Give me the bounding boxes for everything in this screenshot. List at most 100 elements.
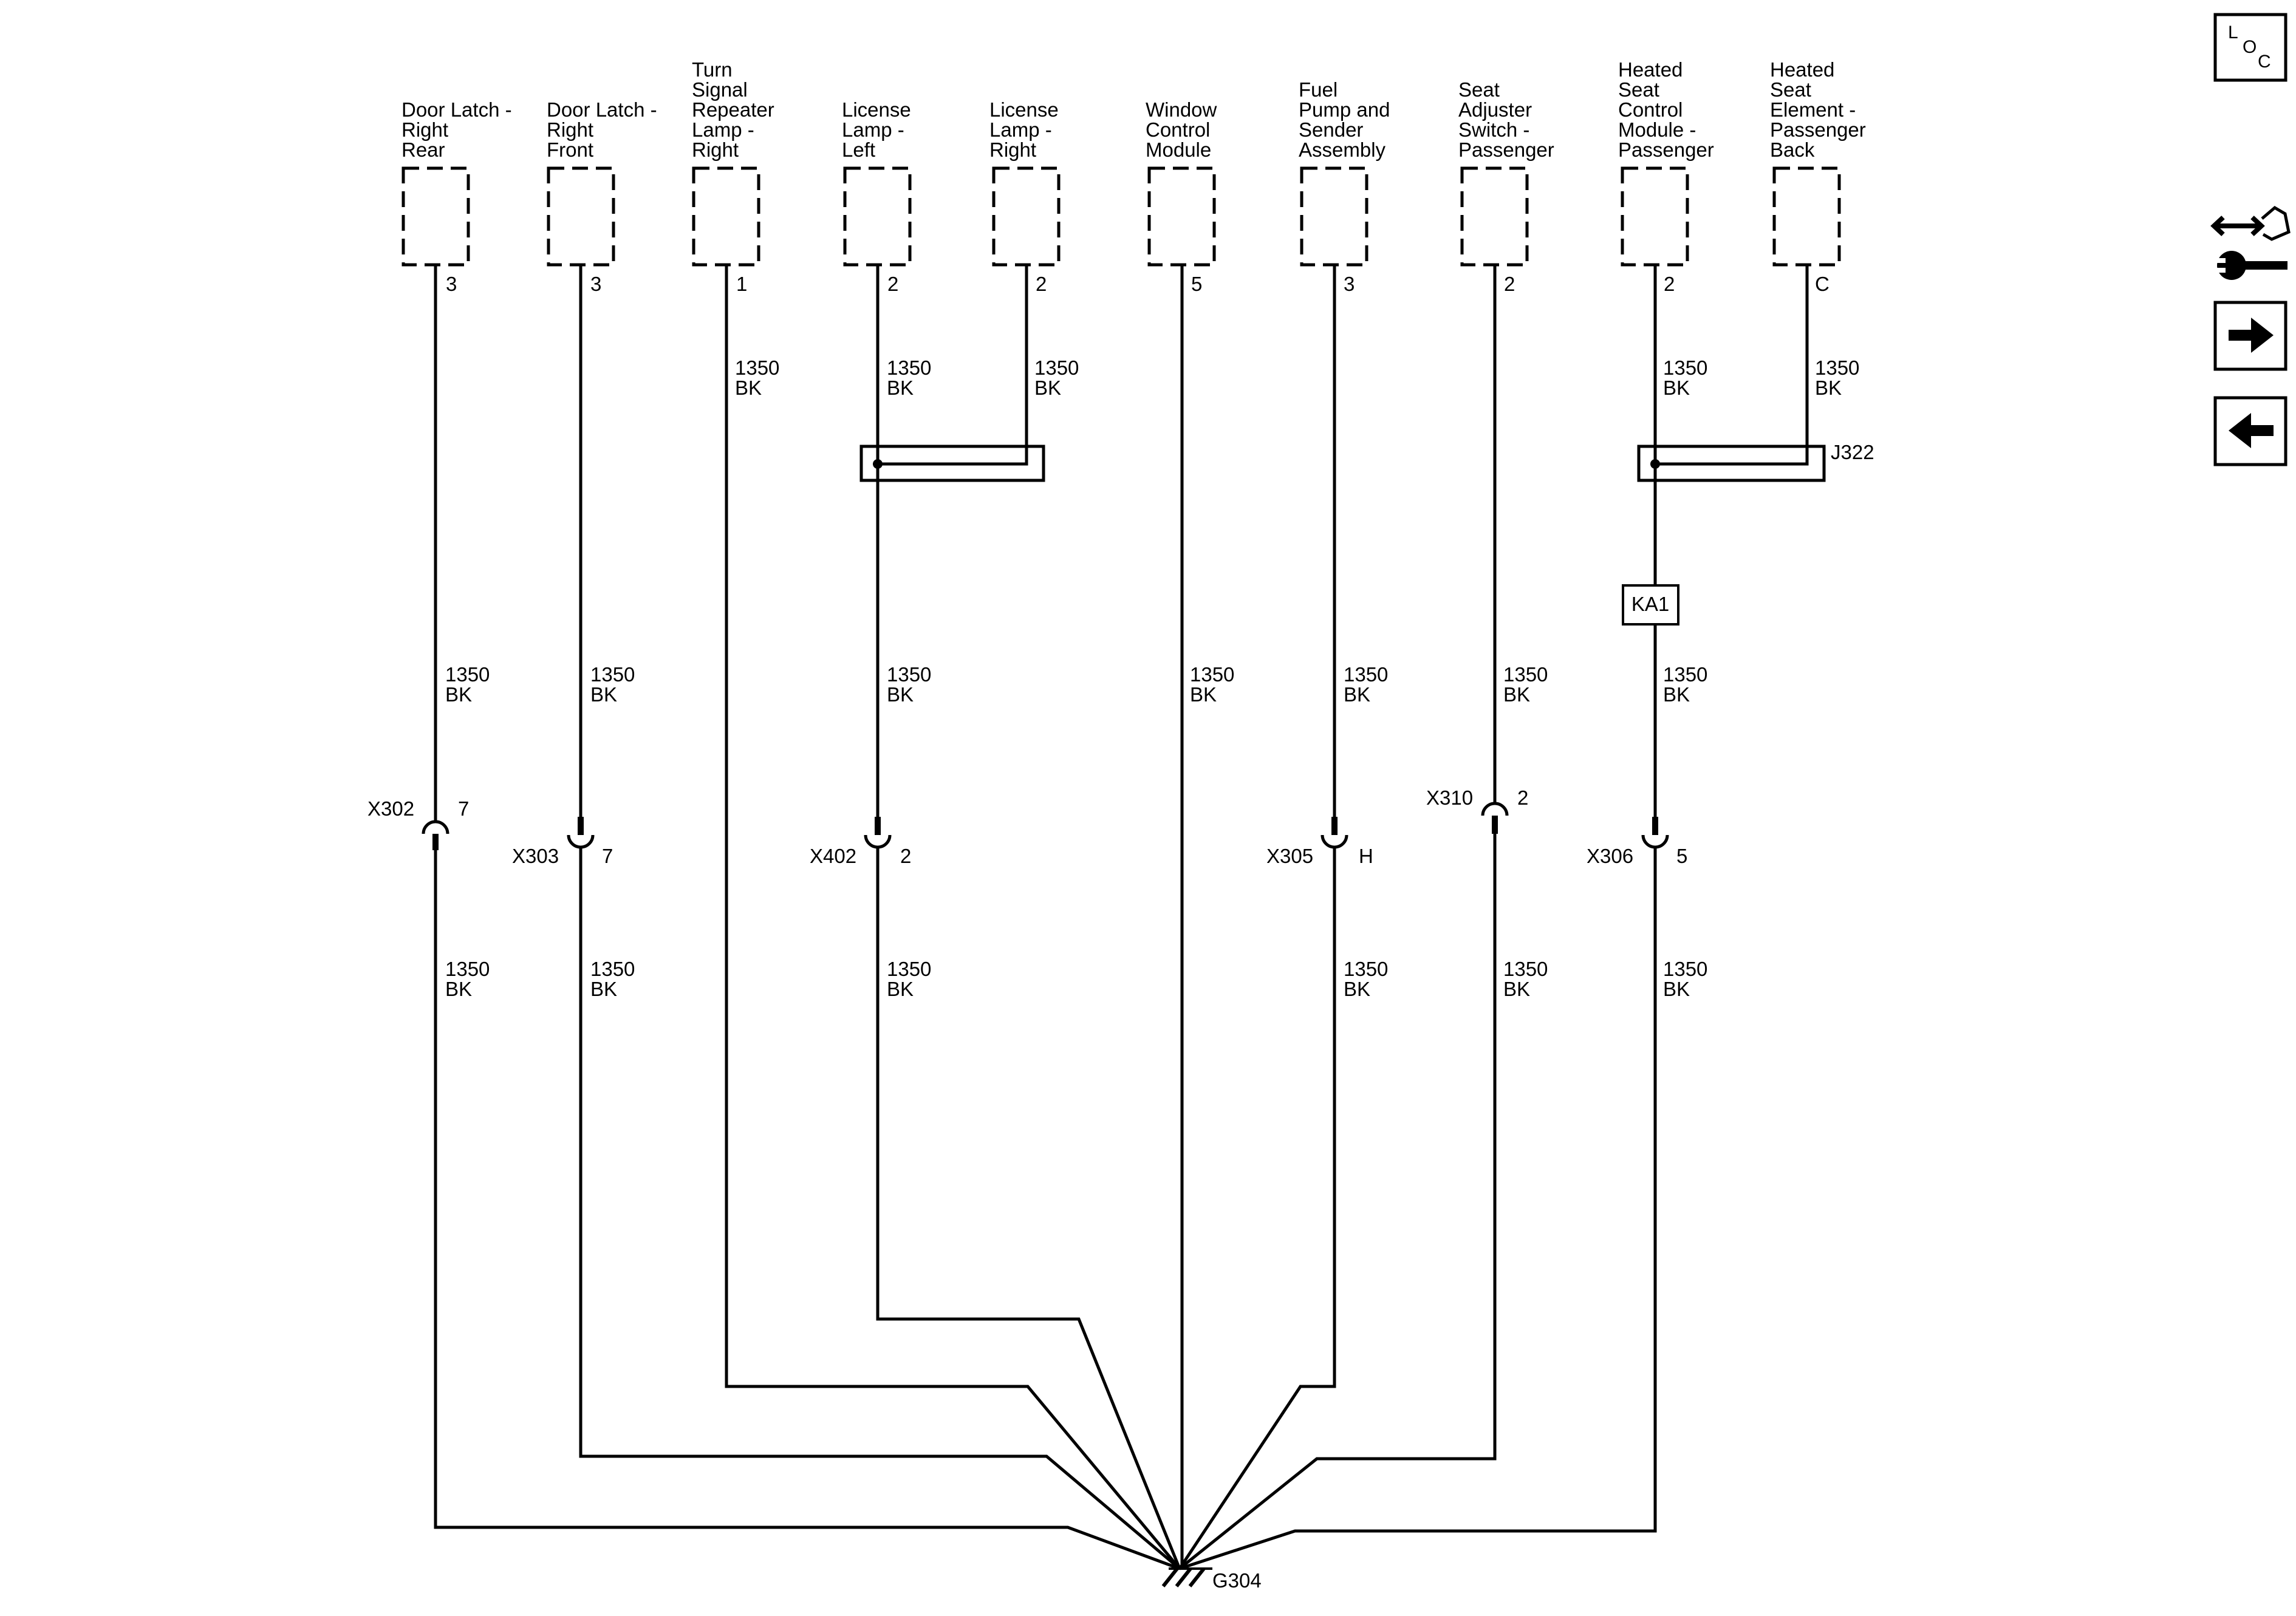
side-panel: L O C: [2210, 13, 2291, 466]
wire-seat-adjuster-switch-lower[interactable]: [1178, 821, 1497, 1570]
pin-seat-adjuster-switch-passenger: 2: [1504, 273, 1515, 295]
pin-turn-signal-repeater-lamp-right: 1: [736, 273, 747, 295]
loc-letter-o: O: [2243, 37, 2257, 57]
ground-label-g304: G304: [1212, 1569, 1262, 1592]
pin-door-latch-right-front: 3: [590, 273, 601, 295]
component-name-window-control-module: Window Control Module: [1146, 98, 1223, 161]
inline-connector-pin-x402: 2: [900, 845, 911, 867]
splices: [859, 445, 1826, 482]
component-boxes: [401, 166, 1841, 267]
inline-connector-x305[interactable]: [1321, 817, 1348, 849]
component-box-license-lamp-right[interactable]: [992, 166, 1061, 267]
component-box-seat-adjuster-switch-passenger[interactable]: [1460, 166, 1529, 267]
component-name-license-lamp-left: License Lamp - Left: [842, 98, 917, 161]
wire-door-latch-right-front-lower[interactable]: [579, 848, 1181, 1570]
wire-heated-seat-lower[interactable]: [1179, 848, 1657, 1570]
pin-license-lamp-left: 2: [887, 273, 898, 295]
inline-connector-pin-x310: 2: [1517, 786, 1528, 809]
component-box-turn-signal-repeater-lamp-right[interactable]: [692, 166, 760, 267]
pin-labels: 3 3 1 2 2 5 3 2 2 C: [446, 273, 1830, 295]
inline-connector-label-x306: X306: [1587, 845, 1633, 867]
inline-connector-label-x305: X305: [1266, 845, 1313, 867]
component-box-door-latch-right-front[interactable]: [547, 166, 615, 267]
inline-connector-x302[interactable]: [422, 820, 449, 850]
component-name-heated-seat-element-passenger-back: Heated Seat Element - Passenger Back: [1770, 58, 1871, 161]
pin-license-lamp-right: 2: [1036, 273, 1047, 295]
component-name-fuel-pump-sender-assembly: Fuel Pump and Sender Assembly: [1299, 78, 1396, 161]
component-box-heated-seat-control-module-passenger[interactable]: [1621, 166, 1689, 267]
inline-connector-label-x302: X302: [367, 797, 414, 820]
wire-license-lamp-right-upper[interactable]: [878, 265, 1028, 466]
inline-connector-x402[interactable]: [864, 817, 892, 849]
arrow-right-button[interactable]: [2213, 301, 2287, 371]
wire-fuel-pump-sender-lower[interactable]: [1178, 848, 1336, 1570]
inline-connector-label-x303: X303: [512, 845, 559, 867]
component-box-heated-seat-element-passenger-back[interactable]: [1772, 166, 1841, 267]
wire-door-latch-right-rear-lower[interactable]: [434, 845, 1180, 1570]
component-name-license-lamp-right: License Lamp - Right: [989, 98, 1064, 161]
inline-connector-x303[interactable]: [567, 817, 595, 849]
component-box-license-lamp-left[interactable]: [843, 166, 912, 267]
ground-g304[interactable]: [1161, 1567, 1212, 1587]
component-box-window-control-module[interactable]: [1147, 166, 1216, 267]
wrench-icon[interactable]: [2215, 251, 2287, 280]
component-box-fuel-pump-sender-assembly[interactable]: [1300, 166, 1368, 267]
wire-turn-signal-repeater-lamp-right[interactable]: [725, 265, 1181, 1570]
pin-fuel-pump-sender-assembly: 3: [1344, 273, 1355, 295]
inline-connector-label-x402: X402: [810, 845, 856, 867]
inline-connector-x310[interactable]: [1481, 802, 1509, 834]
inline-connector-pin-x303: 7: [602, 845, 613, 867]
splice-j322[interactable]: [1637, 445, 1826, 482]
splice-dot-j322: [1650, 459, 1660, 469]
arrow-left-icon: [2229, 413, 2274, 448]
component-ka1-label: KA1: [1631, 593, 1669, 615]
pin-heated-seat-control-module-passenger: 2: [1664, 273, 1675, 295]
loc-button[interactable]: L O C: [2213, 13, 2287, 82]
connector-end-view-icon[interactable]: [2210, 205, 2291, 241]
component-ka1-box[interactable]: [1622, 584, 1679, 626]
arrow-right-icon: [2229, 318, 2274, 353]
pin-door-latch-right-rear: 3: [446, 273, 457, 295]
loc-letter-c: C: [2258, 52, 2271, 72]
inline-connector-x306[interactable]: [1641, 817, 1669, 849]
component-box-door-latch-right-rear[interactable]: [401, 166, 470, 267]
wire-heated-seat-element-back-upper[interactable]: [1655, 265, 1809, 466]
loc-letter-l: L: [2228, 22, 2238, 43]
inline-connector-pin-x305: H: [1359, 845, 1373, 867]
arrow-left-button[interactable]: [2213, 396, 2287, 466]
splice-dot-license-lamps: [873, 459, 883, 469]
inline-connectors: [422, 802, 1669, 850]
pin-window-control-module: 5: [1191, 273, 1202, 295]
inline-connector-pin-x306: 5: [1676, 845, 1687, 867]
splice-license-lamps[interactable]: [859, 445, 1045, 482]
inline-connector-label-x310: X310: [1426, 786, 1473, 809]
component-name-heated-seat-control-module-passenger: Heated Seat Control Module - Passenger: [1618, 58, 1714, 161]
component-name-door-latch-right-rear: Door Latch - Right Rear: [401, 98, 518, 161]
inline-connector-pin-x302: 7: [458, 797, 469, 820]
wire-license-lamp-left-lower[interactable]: [876, 848, 1181, 1569]
component-labels: Door Latch - Right Rear Door Latch - Rig…: [401, 58, 1871, 161]
pin-heated-seat-element-passenger-back: C: [1815, 273, 1830, 295]
component-name-door-latch-right-front: Door Latch - Right Front: [547, 98, 663, 161]
wires: [434, 265, 1809, 1570]
component-name-turn-signal-repeater-lamp-right: Turn Signal Repeater Lamp - Right: [692, 58, 780, 161]
component-name-seat-adjuster-switch-passenger: Seat Adjuster Switch - Passenger: [1458, 78, 1554, 161]
